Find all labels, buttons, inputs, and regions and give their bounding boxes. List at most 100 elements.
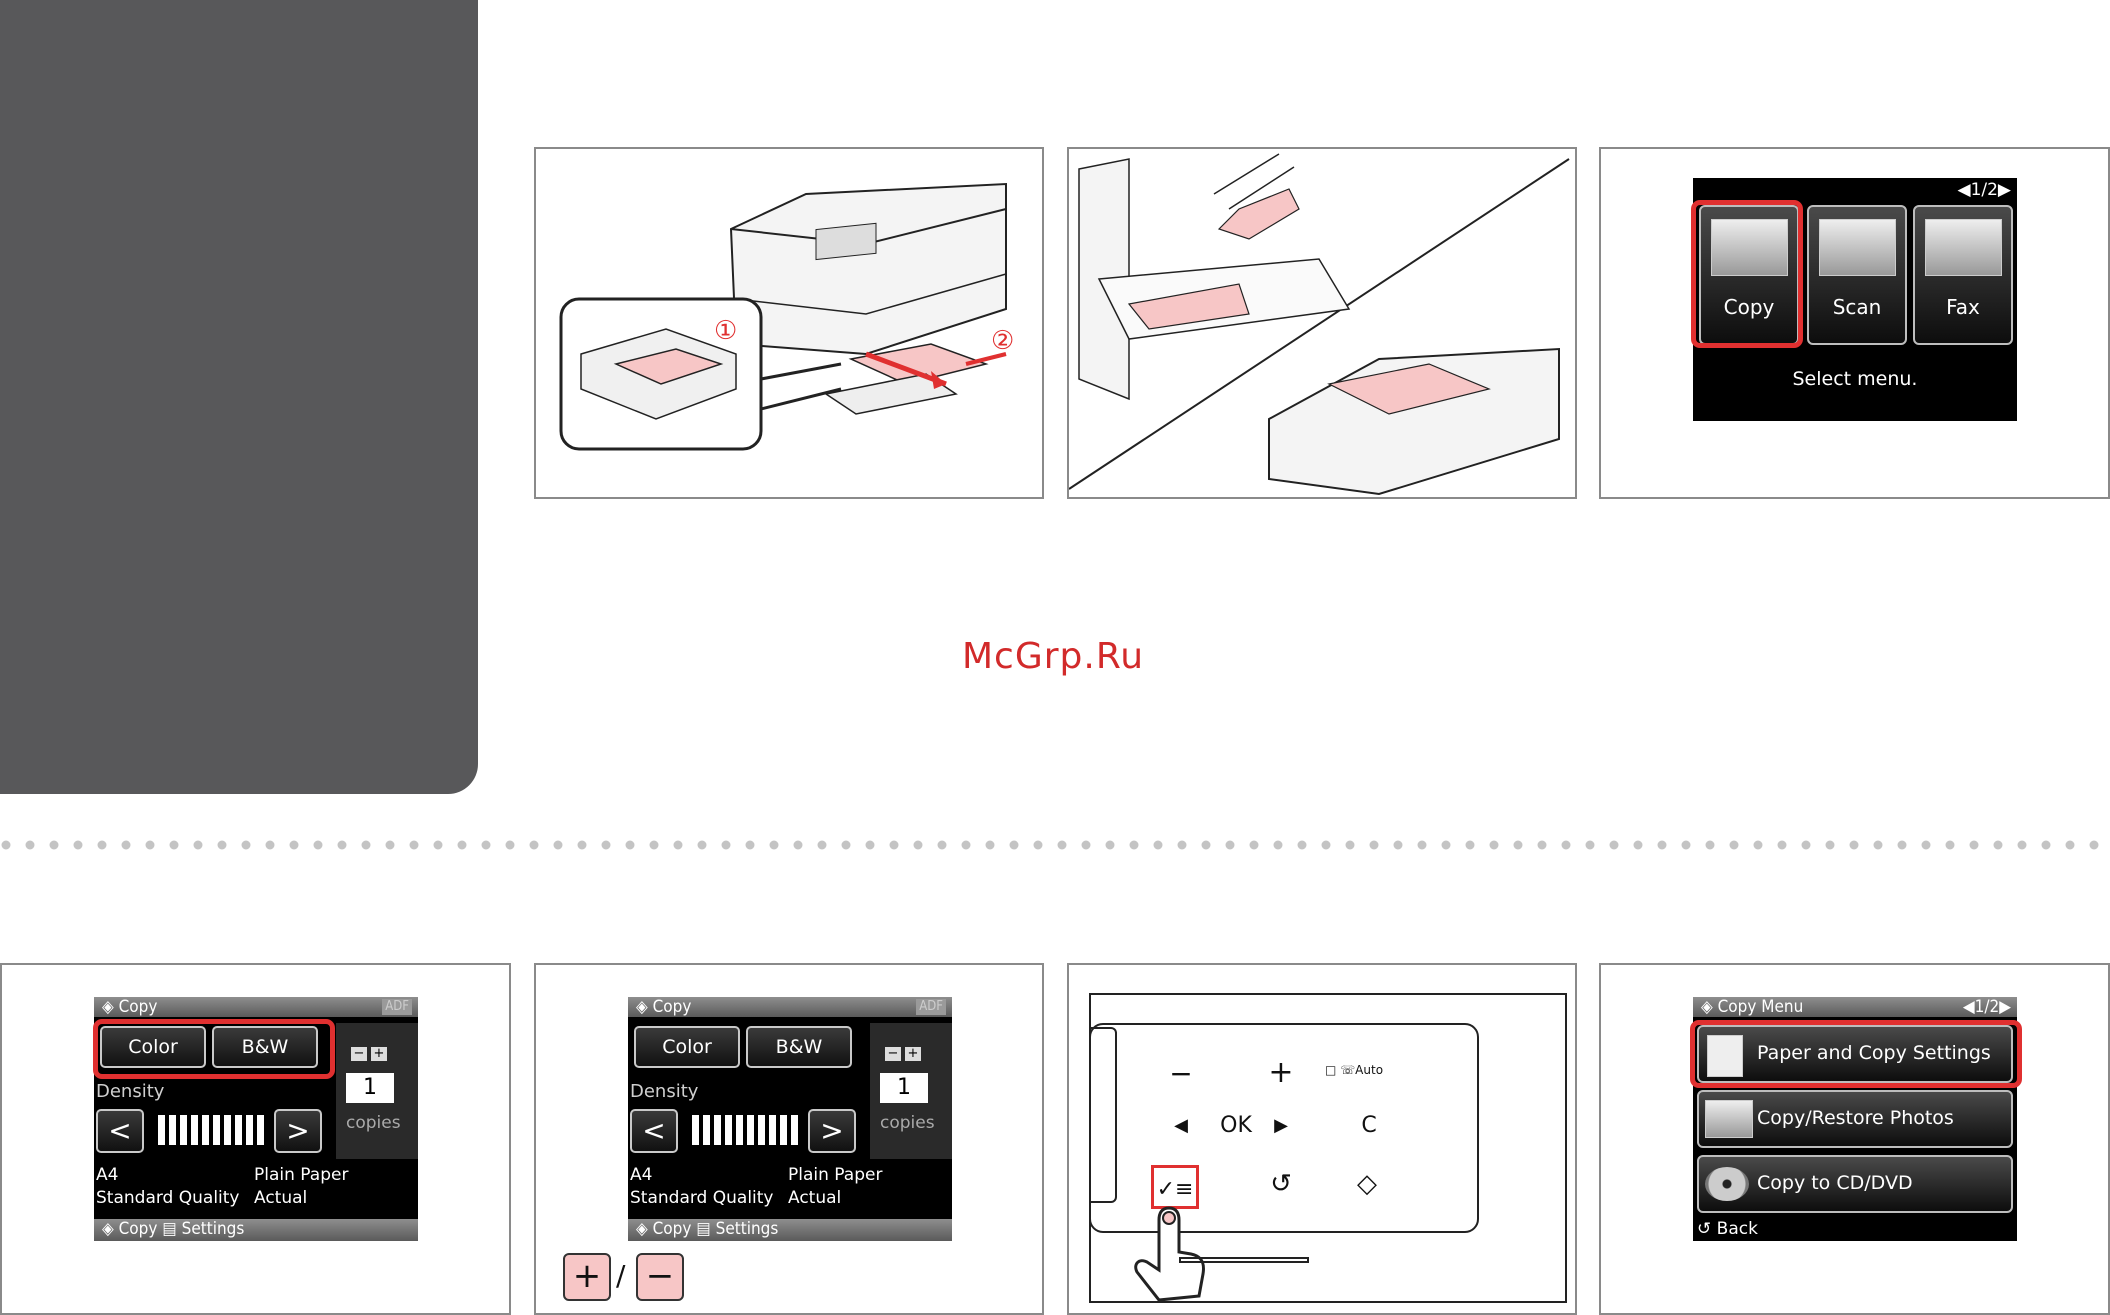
plus-key[interactable]: +	[1268, 1055, 1294, 1090]
copy-mode-icon: ◈	[636, 997, 653, 1017]
plus-key[interactable]: +	[563, 1253, 611, 1301]
density-meter	[692, 1115, 800, 1145]
lcd-title-bar: ◈ Copy ADF	[94, 997, 418, 1017]
clear-key[interactable]: C	[1361, 1113, 1377, 1138]
menu-tile-copy[interactable]: Copy	[1699, 205, 1799, 345]
start-icon: ◈	[636, 1219, 653, 1239]
lcd-copy-menu: ◈ Copy Menu ◀1/2▶ Paper and Copy Setting…	[1693, 997, 2017, 1241]
panel-slot	[1179, 1257, 1309, 1263]
lcd-title: Copy Menu	[1717, 997, 1804, 1017]
paper-icon	[1707, 1035, 1743, 1077]
adf-badge: ADF	[916, 999, 946, 1015]
panel-home-menu: ◀1/2▶ Copy Scan Fax Select menu.	[1599, 147, 2110, 499]
lcd-title-bar: ◈ Copy Menu ◀1/2▶	[1693, 997, 2017, 1017]
highlight-copy	[1691, 200, 1803, 348]
scan-icon	[1819, 219, 1896, 276]
print-quality: Standard Quality	[96, 1188, 240, 1208]
menu-tile-label: Copy	[1723, 295, 1775, 319]
color-button[interactable]: Color	[634, 1026, 740, 1068]
menu-icon: ▤	[696, 1219, 716, 1239]
copy-mode-icon: ◈	[1701, 997, 1718, 1017]
lcd-prompt: Select menu.	[1792, 368, 1918, 390]
left-arrow-key[interactable]: ◀	[1174, 1115, 1188, 1136]
highlight-color-bw	[93, 1019, 335, 1079]
footer-copy: Copy	[118, 1219, 158, 1239]
right-arrow-key[interactable]: ▶	[1274, 1115, 1288, 1136]
page-prev-icon: ◀	[1962, 997, 1975, 1017]
copies-minus-icon[interactable]: −	[885, 1047, 901, 1061]
menu-item-label: Copy/Restore Photos	[1757, 1107, 1954, 1129]
page-number: 1/2	[1970, 180, 1998, 200]
menu-item-label: Paper and Copy Settings	[1757, 1042, 1991, 1064]
panel-copy-menu: ◈ Copy Menu ◀1/2▶ Paper and Copy Setting…	[1599, 963, 2110, 1315]
adf-badge: ADF	[382, 999, 412, 1015]
fax-icon	[1925, 219, 2002, 276]
menu-icon: ▤	[162, 1219, 182, 1239]
density-label: Density	[630, 1081, 699, 1102]
print-quality: Standard Quality	[630, 1188, 774, 1208]
bw-button[interactable]: B&W	[746, 1026, 852, 1068]
back-key[interactable]: ↺	[1270, 1169, 1292, 1199]
menu-item-copy-restore-photos[interactable]: Copy/Restore Photos	[1697, 1090, 2013, 1148]
start-icon: ◈	[102, 1219, 119, 1239]
footer-copy: Copy	[652, 1219, 692, 1239]
menu-tile-scan[interactable]: Scan	[1807, 205, 1907, 345]
photo-icon	[1705, 1100, 1753, 1138]
copies-minus-icon[interactable]: −	[351, 1047, 367, 1061]
density-decrease-button[interactable]: <	[96, 1109, 144, 1153]
color-button[interactable]: Color	[100, 1026, 206, 1068]
back-hint: ↺ Back	[1697, 1219, 1758, 1239]
paper-size: A4	[96, 1165, 119, 1185]
copies-label: copies	[880, 1113, 935, 1133]
lcd-edge	[1089, 1027, 1117, 1203]
highlight-paper-copy-settings	[1690, 1020, 2022, 1088]
auto-label: Auto	[1355, 1063, 1384, 1077]
callout-2: ②	[991, 326, 1014, 356]
copies-label: copies	[346, 1113, 401, 1133]
menu-item-label: Copy to CD/DVD	[1757, 1172, 1913, 1194]
paper-type: Plain Paper	[254, 1165, 349, 1185]
page-indicator: ◀1/2▶	[1963, 997, 2011, 1017]
lcd-title: Copy	[652, 997, 692, 1017]
menu-tile-fax[interactable]: Fax	[1913, 205, 2013, 345]
density-meter	[158, 1115, 266, 1145]
ok-key[interactable]: OK	[1220, 1113, 1252, 1138]
copies-plus-icon[interactable]: +	[371, 1047, 387, 1061]
button-area	[1089, 1023, 1479, 1233]
lcd-copy-screen: ◈ Copy ADF Color B&W Density < > − + 1 c…	[628, 997, 952, 1241]
cd-icon	[1705, 1167, 1749, 1201]
menu-key[interactable]: ✓≡	[1151, 1165, 1199, 1209]
callout-1: ①	[714, 316, 737, 346]
panel-place-original	[1067, 147, 1577, 499]
watermark-text: McGrp.Ru	[962, 636, 1145, 677]
back-label: Back	[1716, 1219, 1758, 1239]
pointing-hand-icon	[1134, 1206, 1205, 1302]
menu-tile-label: Scan	[1832, 295, 1882, 319]
menu-item-paper-copy-settings[interactable]: Paper and Copy Settings	[1697, 1025, 2013, 1083]
copy-mode-icon: ◈	[102, 997, 119, 1017]
density-increase-button[interactable]: >	[808, 1109, 856, 1153]
density-label: Density	[96, 1081, 165, 1102]
page-prev-icon: ◀	[1957, 180, 1971, 200]
bw-button[interactable]: B&W	[212, 1026, 318, 1068]
density-increase-button[interactable]: >	[274, 1109, 322, 1153]
copy-icon	[1711, 219, 1788, 276]
density-decrease-button[interactable]: <	[630, 1109, 678, 1153]
copies-value[interactable]: 1	[346, 1073, 394, 1103]
printer-illustration: ② ①	[559, 182, 1014, 451]
minus-key[interactable]: −	[636, 1253, 684, 1301]
auto-answer-key[interactable]: □ ☏Auto	[1325, 1063, 1384, 1077]
slash-separator: /	[616, 1259, 626, 1292]
start-key[interactable]: ◇	[1357, 1169, 1377, 1199]
copies-plus-icon[interactable]: +	[905, 1047, 921, 1061]
copy-scale: Actual	[788, 1188, 842, 1208]
minus-key[interactable]: −	[1169, 1057, 1193, 1090]
lcd-home-screen: ◀1/2▶ Copy Scan Fax Select menu.	[1693, 178, 2017, 421]
lcd-title-bar: ◈ Copy ADF	[628, 997, 952, 1017]
panel-load-paper: ② ①	[534, 147, 1044, 499]
copies-value[interactable]: 1	[880, 1073, 928, 1103]
menu-item-copy-to-cd[interactable]: Copy to CD/DVD	[1697, 1155, 2013, 1213]
menu-tile-label: Fax	[1946, 295, 1980, 319]
page-next-icon: ▶	[1997, 180, 2011, 200]
lcd-footer: ◈ Copy ▤ Settings	[628, 1219, 952, 1241]
